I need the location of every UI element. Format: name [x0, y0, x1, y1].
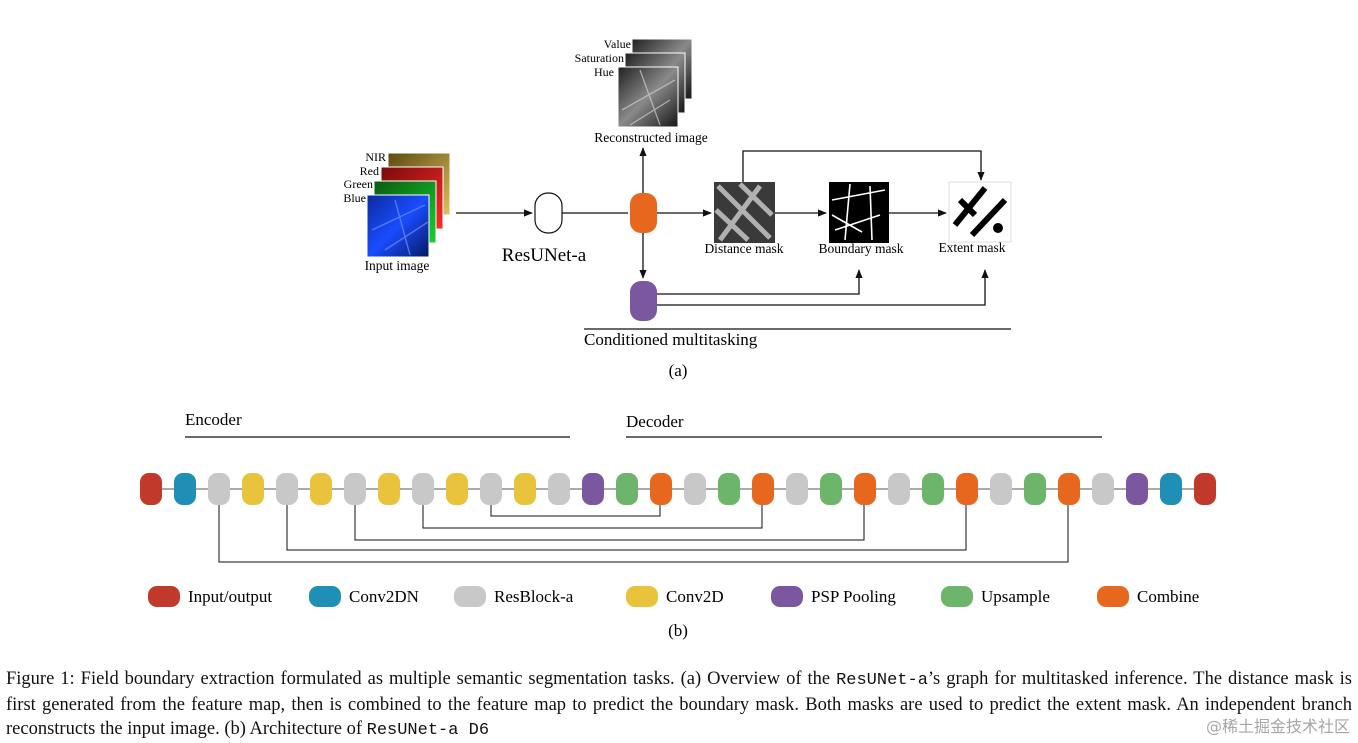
legend-swatch-upsample	[941, 586, 973, 607]
legend-swatch-input-output	[148, 586, 180, 607]
caption-text-1: Figure 1: Field boundary extraction form…	[6, 669, 837, 689]
panel-a: NIR Red Green Blue Input image ResUNet-a…	[343, 37, 1012, 380]
red-label: Red	[360, 164, 379, 178]
input-image-stack	[366, 152, 451, 258]
block-upsample	[718, 473, 740, 505]
block-conv2d	[242, 473, 264, 505]
nir-label: NIR	[365, 150, 386, 164]
block-conv2dn	[174, 473, 196, 505]
block-resblock	[276, 473, 298, 505]
block-upsample	[820, 473, 842, 505]
distance-mask-image	[714, 182, 775, 243]
hue-label: Hue	[594, 65, 614, 79]
block-input-output	[140, 473, 162, 505]
reconstructed-image-stack	[617, 38, 693, 128]
skip-connection-3	[354, 505, 865, 541]
legend-swatch-resblock	[454, 586, 486, 607]
legend-label-resblock: ResBlock-a	[494, 587, 574, 606]
resunet-node	[534, 192, 563, 234]
caption-text-2: ’s graph for multitasked inference. The …	[6, 669, 1352, 739]
blue-label: Blue	[343, 191, 366, 205]
block-upsample	[1024, 473, 1046, 505]
block-combine	[854, 473, 876, 505]
block-resblock	[888, 473, 910, 505]
encoder-label: Encoder	[185, 410, 242, 429]
block-resblock	[480, 473, 502, 505]
caption-mono-1: ResUNet-a	[836, 671, 928, 690]
block-resblock	[990, 473, 1012, 505]
legend-label-conv2dn: Conv2DN	[349, 587, 419, 606]
boundary-mask-label: Boundary mask	[818, 241, 903, 256]
block-resblock	[684, 473, 706, 505]
block-combine	[752, 473, 774, 505]
legend-label-conv2d: Conv2D	[666, 587, 724, 606]
legend-swatch-combine	[1097, 586, 1129, 607]
block-combine	[956, 473, 978, 505]
legend-label-input-output: Input/output	[188, 587, 272, 606]
block-combine	[1058, 473, 1080, 505]
block-psp	[582, 473, 604, 505]
skip-connection-5	[218, 505, 1069, 563]
psp-node-a	[630, 281, 657, 321]
legend-swatch-psp	[771, 586, 803, 607]
architecture-blocks	[140, 473, 1216, 505]
extent-mask-label: Extent mask	[938, 240, 1005, 255]
boundary-mask-image	[829, 182, 889, 243]
panel-b: Encoder Decoder Input/output Conv2DN ResBl…	[140, 410, 1216, 640]
block-conv2d	[514, 473, 536, 505]
extent-mask-image	[948, 181, 1012, 243]
arrow-psp-to-boundary	[657, 269, 863, 295]
block-conv2d	[310, 473, 332, 505]
watermark: @稀土掘金技术社区	[1205, 717, 1350, 736]
legend-label-upsample: Upsample	[981, 587, 1050, 606]
skip-connection-1	[490, 505, 661, 517]
block-resblock	[344, 473, 366, 505]
blue-channel-image	[366, 194, 430, 258]
block-conv2d	[378, 473, 400, 505]
block-resblock	[1092, 473, 1114, 505]
arrow-distance-to-extent	[742, 150, 985, 182]
block-resblock	[208, 473, 230, 505]
legend-swatch-conv2d	[626, 586, 658, 607]
skip-connection-4	[286, 505, 967, 551]
arrow-psp-to-extent	[657, 269, 989, 306]
block-upsample	[616, 473, 638, 505]
decoder-label: Decoder	[626, 412, 684, 431]
panel-b-label: (b)	[668, 621, 688, 640]
figure-canvas: NIR Red Green Blue Input image ResUNet-a…	[140, 37, 1216, 640]
saturation-label: Saturation	[575, 51, 624, 65]
resunet-label: ResUNet-a	[502, 245, 587, 266]
combine-node-a	[630, 193, 657, 233]
block-input-output	[1194, 473, 1216, 505]
value-label: Value	[604, 37, 631, 51]
block-upsample	[922, 473, 944, 505]
block-conv2d	[446, 473, 468, 505]
skip-connection-2	[422, 505, 763, 529]
input-image-label: Input image	[365, 258, 430, 273]
legend-label-combine: Combine	[1137, 587, 1199, 606]
legend-label-psp: PSP Pooling	[811, 587, 896, 606]
block-resblock	[412, 473, 434, 505]
panel-a-label: (a)	[669, 361, 688, 380]
distance-mask-label: Distance mask	[704, 241, 783, 256]
green-label: Green	[344, 177, 373, 191]
caption-mono-2: ResUNet-a D6	[366, 721, 490, 740]
hue-channel-image	[617, 66, 679, 128]
block-resblock	[548, 473, 570, 505]
figure-caption: Figure 1: Field boundary extraction form…	[6, 667, 1352, 743]
legend-swatch-conv2dn	[309, 586, 341, 607]
block-conv2dn	[1160, 473, 1182, 505]
block-resblock	[786, 473, 808, 505]
reconstructed-image-label: Reconstructed image	[594, 130, 708, 145]
block-psp	[1126, 473, 1148, 505]
multitask-label: Conditioned multitasking	[584, 330, 758, 349]
block-combine	[650, 473, 672, 505]
legend: Input/output Conv2DN ResBlock-a Conv2D PSP P…	[148, 586, 1199, 607]
